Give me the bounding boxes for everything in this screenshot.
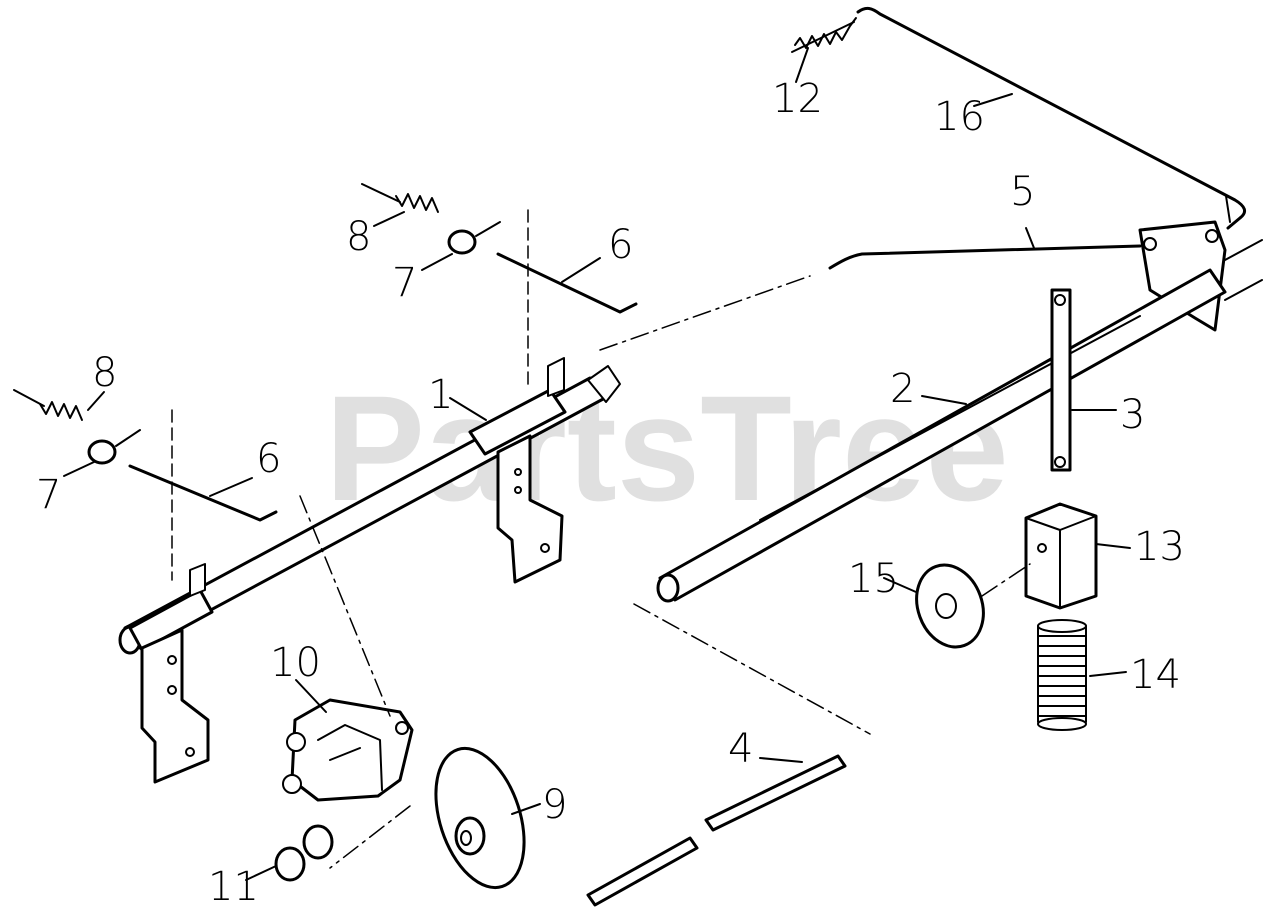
part-9-pulley [434, 746, 526, 890]
lower-adjuster-group [13, 389, 278, 581]
left-bracket [140, 563, 210, 784]
callout-11: 11 [208, 864, 259, 910]
part-15-pulley [915, 563, 985, 649]
part-16-rod [856, 6, 1247, 230]
part-1-shaft [118, 365, 621, 655]
callout-14: 14 [1130, 652, 1181, 698]
callout-7-lower: 7 [36, 472, 61, 518]
callout-1: 1 [428, 372, 453, 418]
callout-7-upper: 7 [392, 260, 417, 306]
callout-6-upper: 6 [608, 222, 633, 268]
part-11-bushings [274, 824, 334, 882]
part-10-bracket [282, 698, 414, 802]
callout-8-lower: 8 [92, 350, 117, 396]
callout-10: 10 [270, 640, 321, 686]
callout-4: 4 [728, 726, 753, 772]
callout-15: 15 [848, 556, 899, 602]
callout-9: 9 [542, 782, 567, 828]
callout-2: 2 [890, 366, 915, 412]
callout-labels: 1 2 3 4 5 6 6 7 7 8 8 9 10 11 12 13 14 1… [36, 76, 1185, 910]
callout-5: 5 [1010, 169, 1035, 215]
callout-3: 3 [1120, 392, 1145, 438]
callout-13: 13 [1134, 524, 1185, 570]
dash-lines [299, 275, 1031, 869]
upper-adjuster-group [361, 183, 638, 391]
part-3-link [1050, 288, 1072, 472]
part-4-rods [586, 754, 847, 907]
middle-bracket [496, 357, 565, 584]
leader-lines [63, 47, 1131, 881]
callout-16: 16 [934, 94, 985, 140]
callout-8-upper: 8 [346, 214, 371, 260]
callout-12: 12 [772, 76, 823, 122]
part-14-spring [1037, 619, 1087, 731]
part-12-spring [791, 17, 857, 53]
part-2-tube [656, 239, 1263, 603]
part-13-box [1024, 502, 1098, 610]
callout-6-lower: 6 [256, 436, 281, 482]
